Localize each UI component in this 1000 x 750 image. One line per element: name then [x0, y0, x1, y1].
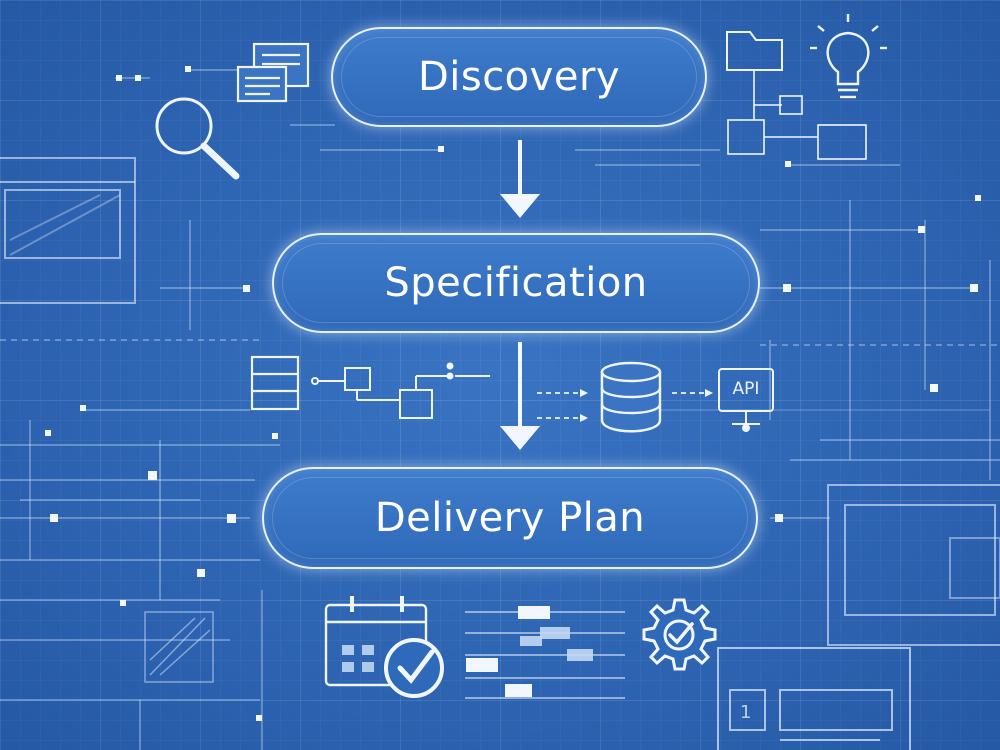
api-monitor-icon [718, 368, 774, 432]
table-icon [250, 355, 300, 411]
document-icon [236, 42, 310, 103]
flow-nodes [311, 362, 490, 419]
database-icon [600, 361, 662, 433]
api-label: API [732, 379, 760, 399]
step-discovery: Discovery [331, 27, 707, 127]
node-markers [45, 66, 981, 721]
layout-wireframe [717, 647, 911, 750]
svg-text:1: 1 [740, 702, 751, 723]
right-window-sketch [827, 484, 1000, 646]
step-discovery-label: Discovery [417, 54, 621, 100]
hatched-box-sketch [144, 611, 214, 683]
step-specification: Specification [272, 233, 760, 333]
left-window-sketch [0, 157, 136, 304]
tree-connectors [727, 70, 867, 160]
checkmark-icon [384, 638, 444, 698]
gear-icon [642, 598, 717, 671]
step-delivery-plan-label: Delivery Plan [374, 495, 646, 541]
lightbulb-icon [810, 14, 887, 99]
folder-icon [726, 31, 783, 71]
flow-arrows [500, 140, 540, 450]
step-specification-label: Specification [384, 260, 648, 306]
step-delivery-plan: Delivery Plan [262, 467, 758, 569]
magnifier-icon [155, 97, 240, 180]
data-flow-arrows [537, 392, 705, 419]
gantt-chart-icon [465, 606, 625, 699]
